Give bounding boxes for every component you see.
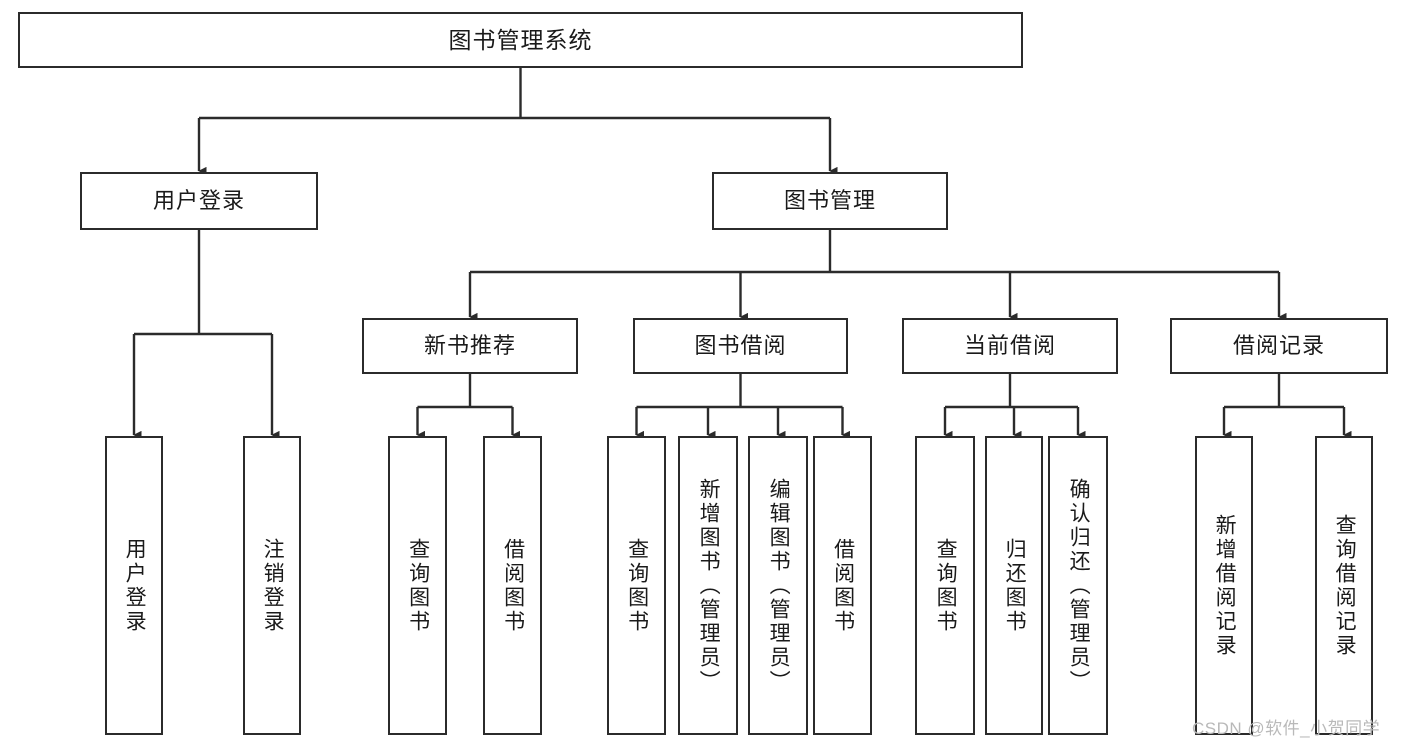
node-label: 借阅图书 bbox=[831, 537, 855, 634]
node-borrow-record[interactable]: 借阅记录 bbox=[1170, 318, 1388, 374]
node-label: 查询图书 bbox=[625, 537, 649, 634]
node-label: 当前借阅 bbox=[963, 333, 1056, 359]
node-label: 确认归还（管理员） bbox=[1067, 477, 1091, 694]
node-label: 图书管理系统 bbox=[448, 26, 593, 53]
node-label: 注销登录 bbox=[261, 537, 285, 634]
node-new-book-recommend[interactable]: 新书推荐 bbox=[362, 318, 578, 374]
node-leaf-edit-book-admin[interactable]: 编辑图书（管理员） bbox=[748, 436, 808, 735]
node-leaf-logout[interactable]: 注销登录 bbox=[243, 436, 301, 735]
node-book-management[interactable]: 图书管理 bbox=[712, 172, 948, 230]
watermark: CSDN @软件_小贺同学 bbox=[1192, 719, 1381, 738]
node-label: 新增借阅记录 bbox=[1213, 513, 1237, 658]
node-label: 新书推荐 bbox=[423, 333, 516, 359]
node-label: 编辑图书（管理员） bbox=[767, 477, 791, 694]
node-root[interactable]: 图书管理系统 bbox=[18, 12, 1023, 68]
node-leaf-add-borrow-record[interactable]: 新增借阅记录 bbox=[1195, 436, 1253, 735]
node-label: 借阅图书 bbox=[501, 537, 525, 634]
node-user-login[interactable]: 用户登录 bbox=[80, 172, 318, 230]
node-label: 新增图书（管理员） bbox=[697, 477, 721, 694]
node-leaf-add-book-admin[interactable]: 新增图书（管理员） bbox=[678, 436, 738, 735]
node-label: 用户登录 bbox=[123, 537, 147, 634]
node-leaf-query-borrow-record[interactable]: 查询借阅记录 bbox=[1315, 436, 1373, 735]
node-current-borrow[interactable]: 当前借阅 bbox=[902, 318, 1118, 374]
node-leaf-query-book-recommend[interactable]: 查询图书 bbox=[388, 436, 447, 735]
node-label: 图书借阅 bbox=[694, 333, 787, 359]
node-leaf-borrow-book-recommend[interactable]: 借阅图书 bbox=[483, 436, 542, 735]
node-label: 查询借阅记录 bbox=[1333, 513, 1357, 658]
node-leaf-query-book-current[interactable]: 查询图书 bbox=[915, 436, 975, 735]
node-label: 借阅记录 bbox=[1232, 333, 1325, 359]
node-label: 查询图书 bbox=[406, 537, 430, 634]
node-label: 查询图书 bbox=[934, 537, 958, 634]
node-label: 归还图书 bbox=[1003, 537, 1027, 634]
node-leaf-user-login[interactable]: 用户登录 bbox=[105, 436, 163, 735]
node-leaf-confirm-return-admin[interactable]: 确认归还（管理员） bbox=[1048, 436, 1108, 735]
node-leaf-borrow-book[interactable]: 借阅图书 bbox=[813, 436, 872, 735]
node-label: 用户登录 bbox=[152, 188, 245, 214]
node-leaf-query-book-borrow[interactable]: 查询图书 bbox=[607, 436, 666, 735]
node-label: 图书管理 bbox=[783, 188, 876, 214]
node-book-borrow[interactable]: 图书借阅 bbox=[633, 318, 848, 374]
node-leaf-return-book[interactable]: 归还图书 bbox=[985, 436, 1043, 735]
